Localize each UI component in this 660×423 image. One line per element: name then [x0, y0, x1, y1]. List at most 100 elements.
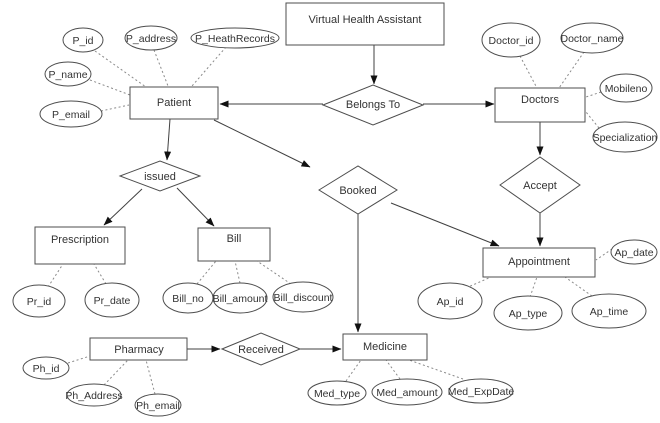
entity-prescription: Prescription: [34, 226, 126, 265]
entity-vha: Virtual Health Assistant: [285, 2, 445, 46]
attribute-p-heathrecords: P_HeathRecords: [190, 27, 280, 49]
attribute-mobileno-ellipse: [599, 73, 653, 103]
relationship-issued-label: issued: [144, 171, 176, 183]
entity-vha-box: [285, 2, 445, 46]
entity-medicine-label: Medicine: [363, 341, 407, 353]
attribute-ph-email-label: Ph_email: [136, 400, 180, 412]
relationship-belongs-to-label: Belongs To: [346, 99, 400, 111]
attribute-ph-email: Ph_email: [134, 393, 182, 417]
attribute-specialization-label: Specialization: [593, 132, 658, 144]
connector-patient-booked: [213, 119, 311, 168]
link-ap-time-appointment: [564, 276, 593, 297]
attribute-bill-discount: Bill_discount: [272, 281, 334, 313]
attribute-doctor-id-ellipse: [481, 22, 541, 58]
link-p-name-patient: [89, 79, 131, 96]
attribute-p-address-ellipse: [124, 25, 178, 51]
entity-medicine-box: [342, 333, 428, 361]
entity-vha-label: Virtual Health Assistant: [309, 14, 422, 26]
link-mobileno-doctors: [585, 91, 602, 98]
attribute-p-id: P_id: [62, 27, 104, 53]
entity-patient-box: [129, 86, 219, 120]
attribute-ap-type-label: Ap_type: [509, 308, 548, 320]
attribute-p-id-ellipse: [62, 27, 104, 53]
link-doctor-name-doctors: [558, 51, 585, 89]
attribute-med-expdate-ellipse: [448, 378, 514, 404]
attribute-doctor-name: Doctor_name: [560, 22, 624, 54]
link-p-id-patient: [94, 50, 147, 88]
relationship-belongs-to: Belongs To: [321, 84, 425, 126]
attribute-ap-time: Ap_time: [571, 293, 647, 329]
relationship-belongs-to-diamond: [321, 84, 425, 126]
attribute-ap-id-ellipse: [417, 282, 483, 320]
attribute-ph-address-ellipse: [66, 383, 122, 407]
attribute-ap-date: Ap_date: [610, 239, 658, 265]
attribute-ph-id-ellipse: [22, 356, 70, 380]
entity-appointment: Appointment: [482, 247, 596, 278]
attribute-doctor-id-label: Doctor_id: [489, 35, 534, 47]
entity-patient: Patient: [129, 86, 219, 120]
relationship-booked: Booked: [318, 165, 398, 215]
attribute-bill-discount-ellipse: [272, 281, 334, 313]
entity-prescription-label: Prescription: [51, 234, 109, 246]
attribute-p-email-ellipse: [39, 100, 103, 128]
entity-pharmacy: Pharmacy: [89, 337, 188, 361]
entity-pharmacy-box: [89, 337, 188, 361]
attribute-bill-no-label: Bill_no: [172, 293, 204, 305]
link-pr-date-prescription: [93, 263, 107, 285]
attribute-pr-id: Pr_id: [12, 284, 66, 318]
attribute-ap-time-ellipse: [571, 293, 647, 329]
attribute-specialization-ellipse: [592, 121, 658, 153]
attribute-mobileno: Mobileno: [599, 73, 653, 103]
link-specialization-doctors: [585, 111, 600, 129]
entity-bill-label: Bill: [227, 233, 242, 245]
attribute-ap-date-ellipse: [610, 239, 658, 265]
attribute-ph-id-label: Ph_id: [33, 363, 60, 375]
attribute-med-amount: Med_amount: [371, 378, 443, 406]
relationship-received-label: Received: [238, 344, 284, 356]
link-ap-id-appointment: [465, 276, 492, 289]
attribute-p-id-label: P_id: [72, 35, 93, 47]
link-ph-address-pharmacy: [103, 359, 129, 386]
attribute-ap-time-label: Ap_time: [590, 306, 629, 318]
link-pr-id-prescription: [47, 263, 64, 288]
attribute-pr-id-label: Pr_id: [27, 296, 52, 308]
attribute-p-name: P_name: [44, 61, 92, 87]
connector-booked-appointment: [390, 202, 500, 247]
entity-doctors: Doctors: [494, 87, 586, 123]
attribute-p-name-ellipse: [44, 61, 92, 87]
attribute-mobileno-label: Mobileno: [605, 83, 648, 95]
attribute-ap-date-label: Ap_date: [614, 247, 653, 259]
attribute-bill-amount: Bill_amount: [212, 282, 268, 314]
link-bill-discount-bill: [256, 260, 292, 285]
connector-issued-bill: [176, 187, 215, 227]
attribute-p-email-label: P_email: [52, 109, 90, 121]
attribute-ph-email-ellipse: [134, 393, 182, 417]
relationship-received-diamond: [220, 332, 302, 366]
link-doctor-id-doctors: [519, 55, 538, 89]
attribute-bill-discount-label: Bill_discount: [274, 292, 333, 304]
attribute-pr-date-label: Pr_date: [94, 295, 131, 307]
link-bill-no-bill: [196, 260, 217, 285]
attribute-p-address: P_address: [124, 25, 178, 51]
attribute-p-heathrecords-ellipse: [190, 27, 280, 49]
entity-doctors-label: Doctors: [521, 94, 559, 106]
attribute-ap-type: Ap_type: [493, 295, 563, 331]
entity-appointment-label: Appointment: [508, 256, 570, 268]
link-med-amount-medicine: [385, 359, 401, 380]
attribute-pr-date-ellipse: [84, 282, 140, 318]
attribute-ap-id-label: Ap_id: [437, 296, 464, 308]
attribute-p-address-label: P_address: [126, 33, 176, 45]
connector-patient-issued: [164, 118, 172, 161]
attribute-bill-no: Bill_no: [162, 282, 214, 314]
entity-medicine: Medicine: [342, 333, 428, 361]
attribute-specialization: Specialization: [592, 121, 658, 153]
link-med-type-medicine: [345, 359, 362, 382]
entity-appointment-box: [482, 247, 596, 278]
relationship-received: Received: [220, 332, 302, 366]
attribute-med-expdate: Med_ExpDate: [448, 378, 514, 404]
link-ap-date-appointment: [595, 248, 613, 261]
entity-doctors-box: [494, 87, 586, 123]
attribute-p-email: P_email: [39, 100, 103, 128]
attribute-med-amount-ellipse: [371, 378, 443, 406]
attribute-med-type: Med_type: [307, 380, 367, 406]
